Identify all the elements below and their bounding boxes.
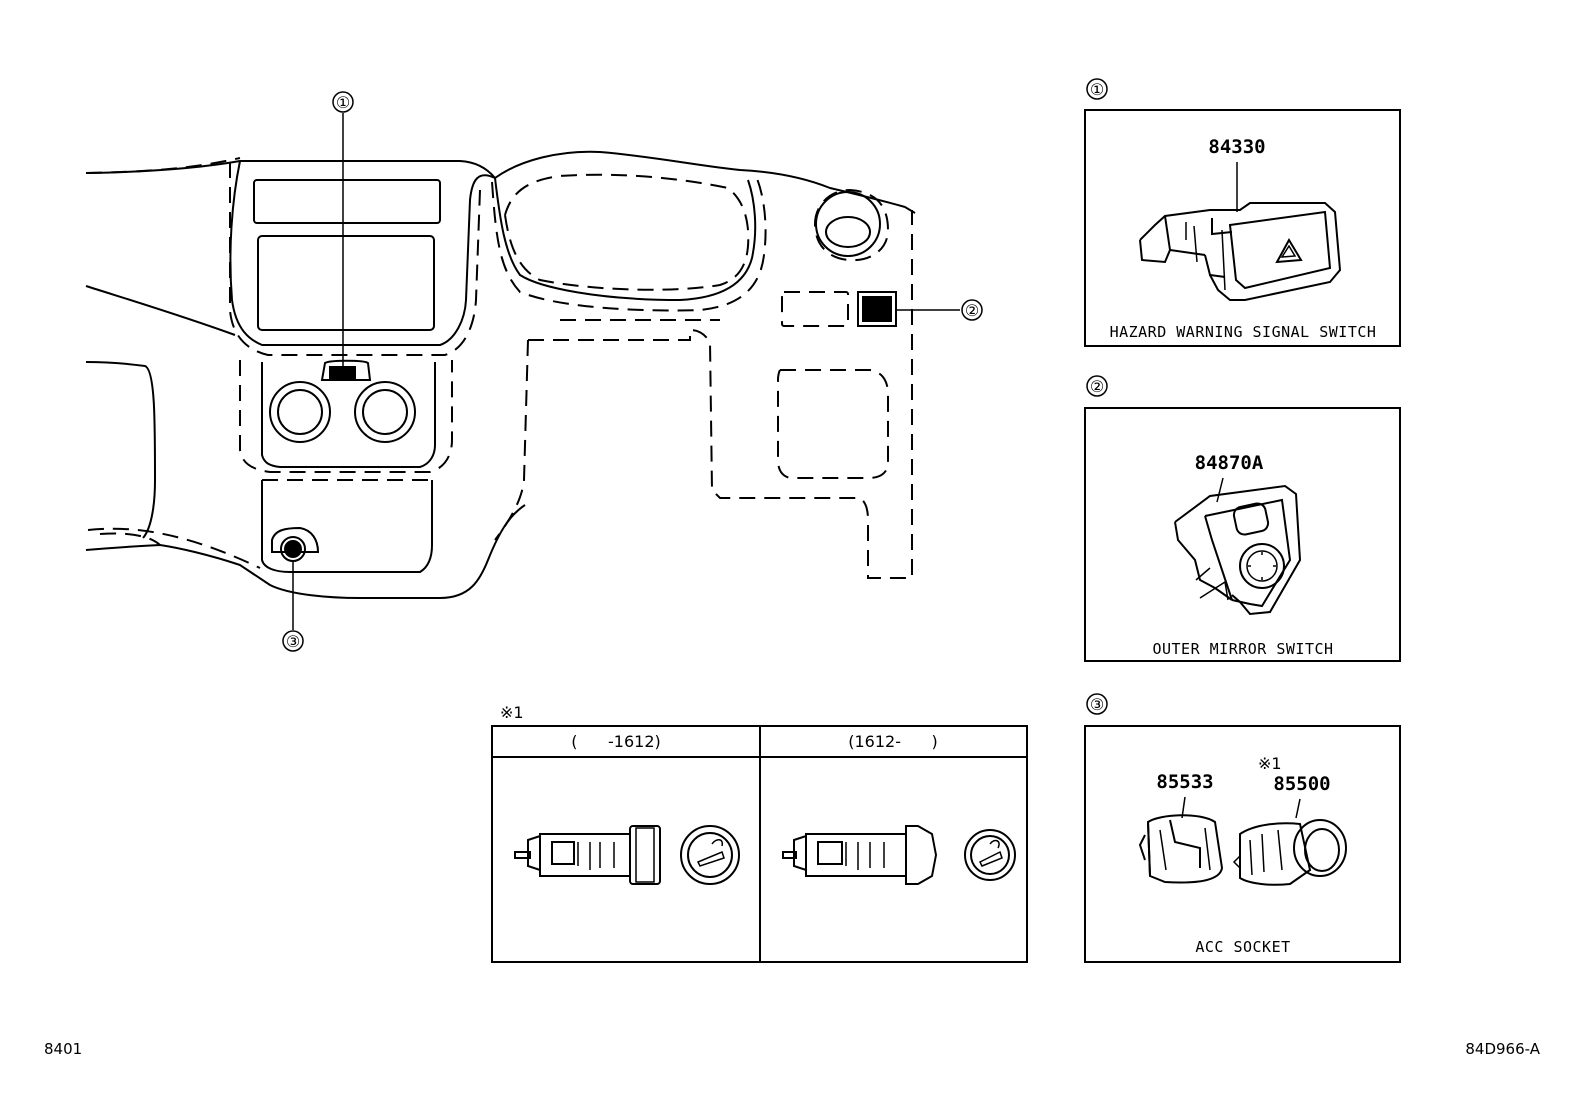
hazard-switch-label: HAZARD WARNING SIGNAL SWITCH — [1110, 323, 1377, 341]
hazard-switch-icon — [1139, 202, 1342, 301]
lighter-late-icon — [782, 825, 1016, 885]
panel-1-callout: ① — [1090, 80, 1104, 99]
callout-3-label: ③ — [286, 632, 300, 651]
drawing-code: 84D966-A — [1465, 1040, 1540, 1058]
part-number-84330: 84330 — [1208, 136, 1265, 158]
callout-1-label: ① — [336, 93, 350, 112]
panel-3-callout: ③ — [1090, 695, 1104, 714]
lighter-early-icon — [514, 825, 740, 885]
panel-hazard-switch: ① 84330 HAZARD WARNING SIGNAL SWITCH — [1084, 78, 1401, 347]
cigarette-lighter-socket-icon — [1232, 819, 1347, 886]
mirror-switch-label: OUTER MIRROR SWITCH — [1152, 640, 1333, 658]
note-table-col-1: ( -1612) — [571, 732, 661, 751]
note-table: ※1 ( -1612) (1612- ) — [491, 703, 1028, 963]
page-code: 8401 — [44, 1040, 83, 1058]
note-table-mark: ※1 — [500, 703, 524, 722]
part-number-85500: 85500 — [1273, 773, 1330, 795]
part-number-85533: 85533 — [1156, 771, 1213, 793]
callout-2-label: ② — [965, 301, 979, 320]
part-number-84870A: 84870A — [1195, 452, 1264, 474]
acc-socket-icon — [1138, 814, 1224, 884]
panel-mirror-switch: ② 84870A OUTER MIRROR SWITCH — [1084, 375, 1401, 662]
note-table-col-2: (1612- ) — [848, 732, 938, 751]
acc-socket-label: ACC SOCKET — [1195, 938, 1290, 956]
dashboard-illustration: ① ② ③ — [85, 91, 983, 652]
panel-3-note-mark: ※1 — [1258, 754, 1282, 773]
mirror-switch-icon — [1174, 484, 1302, 616]
panel-2-callout: ② — [1090, 377, 1104, 396]
panel-acc-socket: ③ ※1 85533 85500 ACC SOCKET — [1084, 693, 1401, 963]
